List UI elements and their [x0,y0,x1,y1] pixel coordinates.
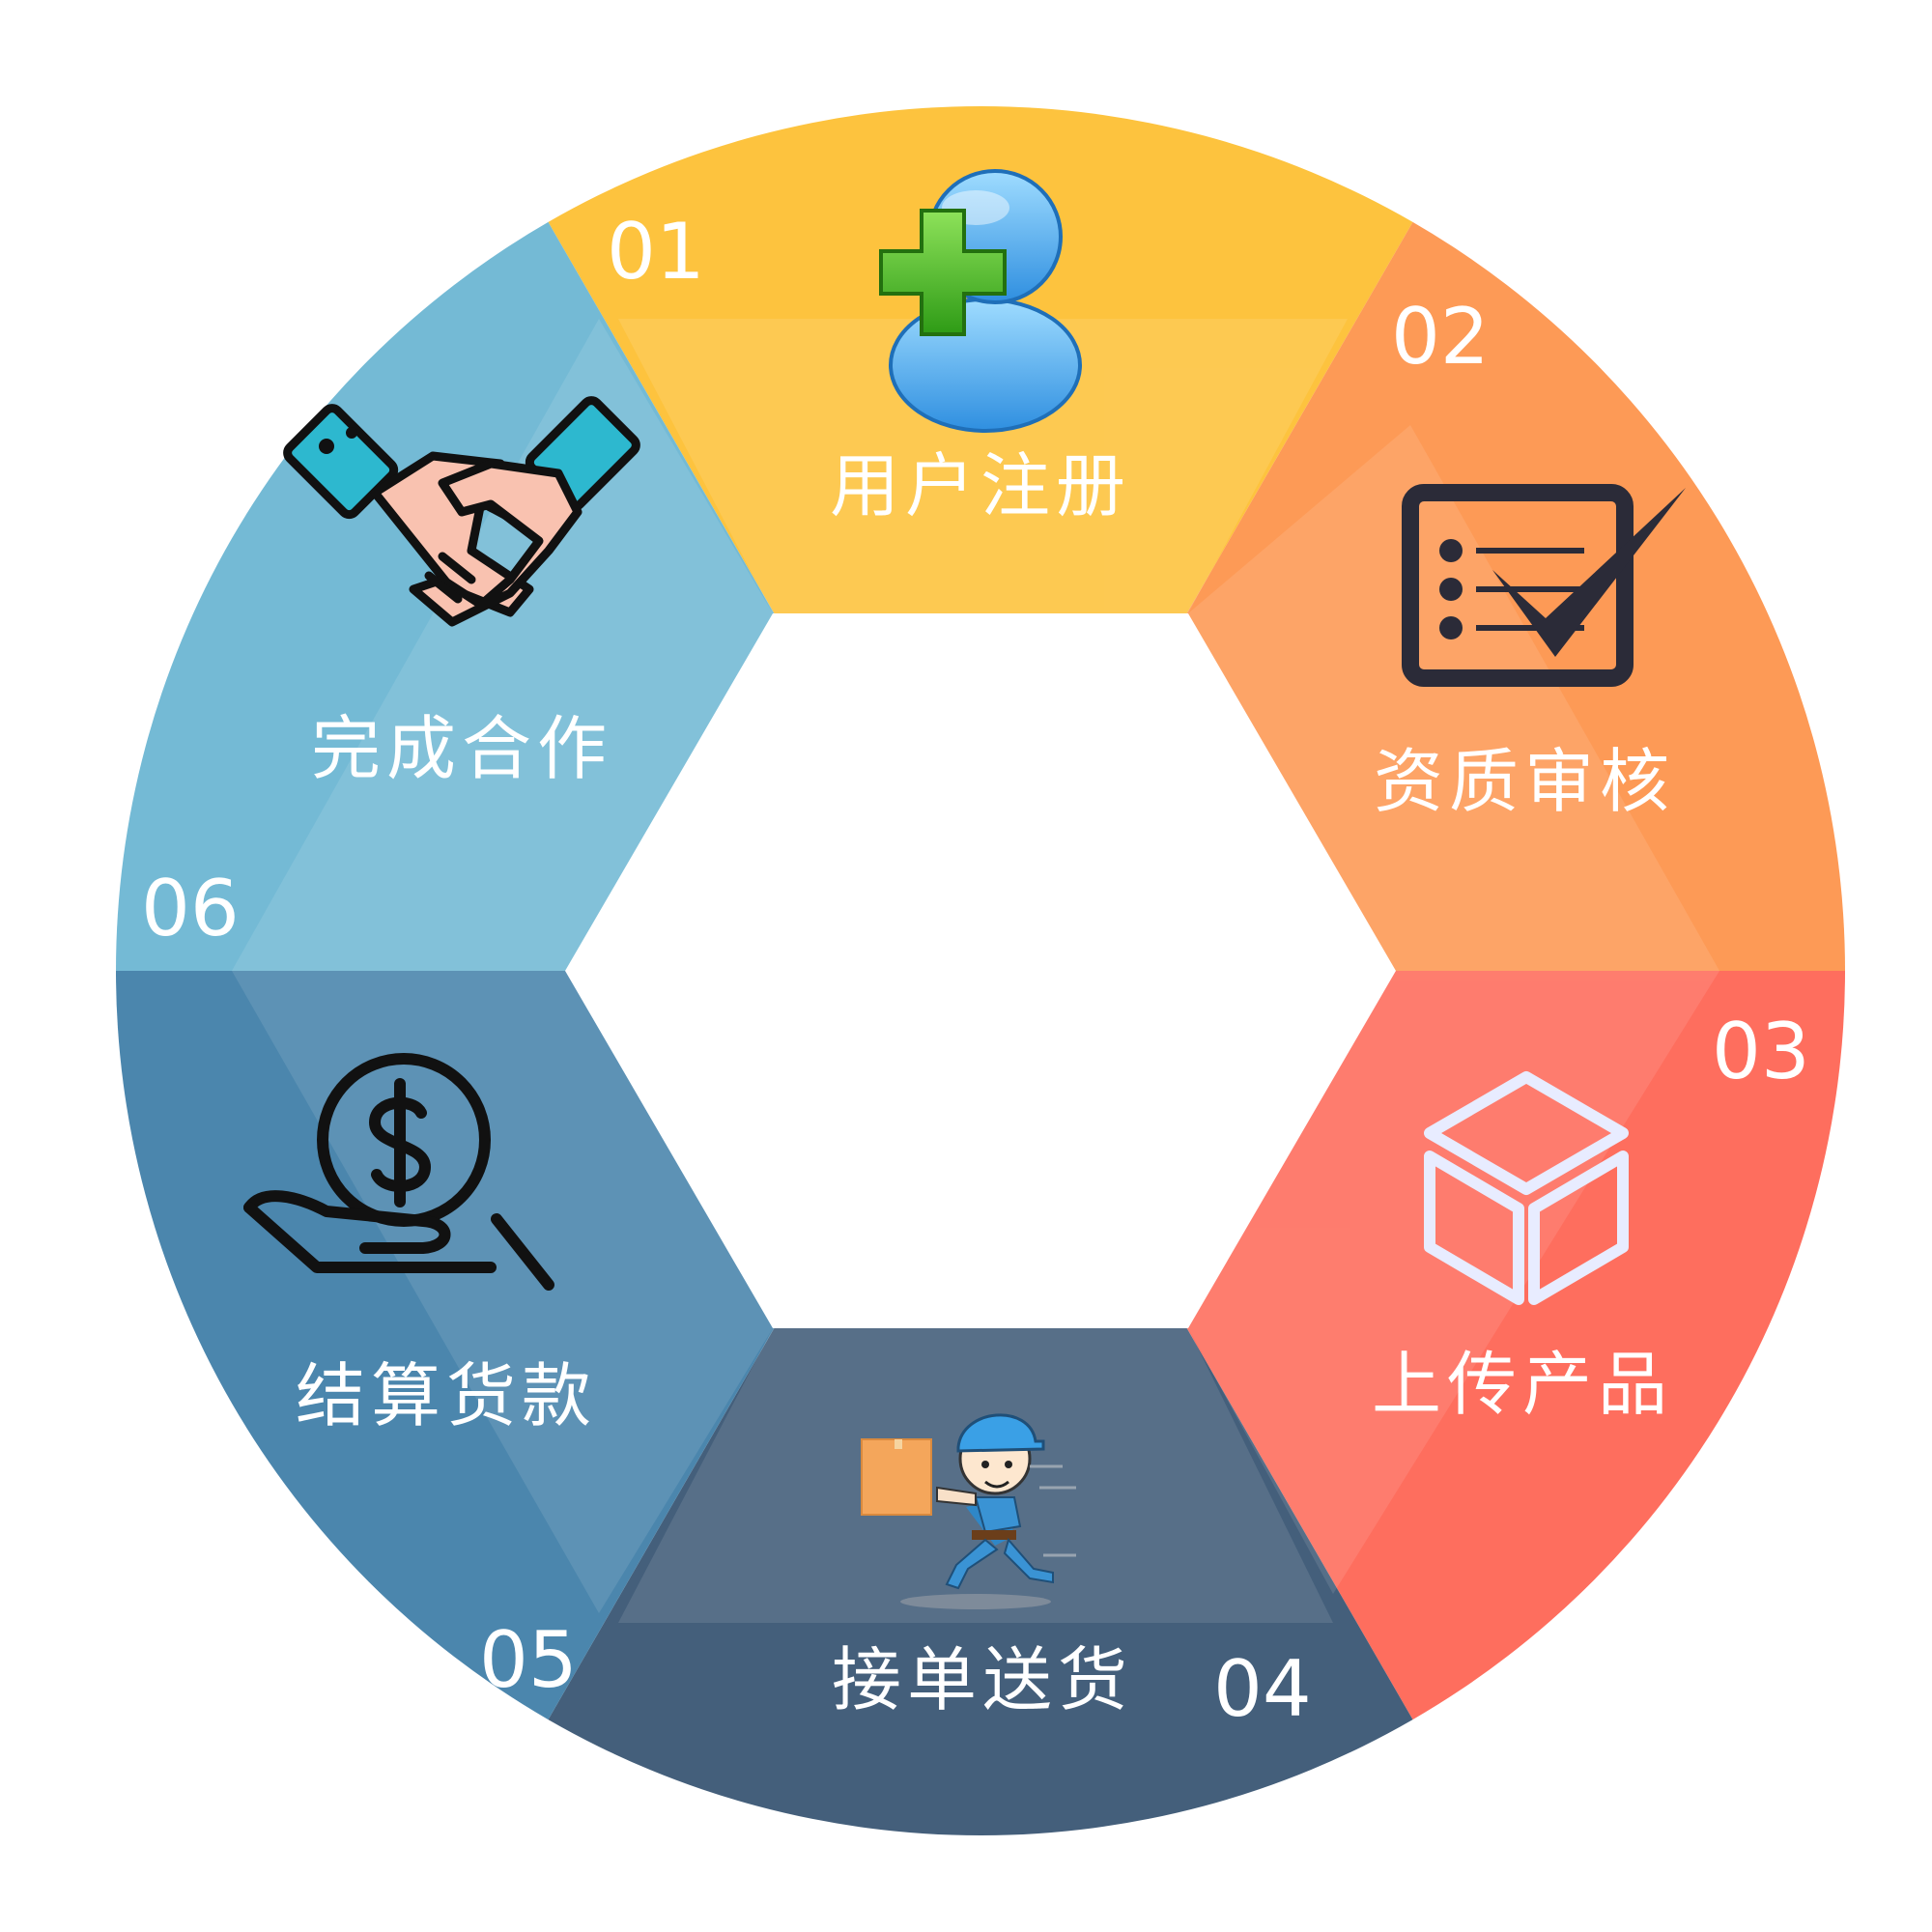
step-number-02: 02 [1391,292,1490,382]
step-number-06: 06 [141,864,240,953]
sector-01 [548,105,1413,971]
handshake-icon [283,396,640,627]
step-number-05: 05 [479,1615,578,1705]
step-label-03: 上传产品 [1372,1344,1673,1425]
step-label-06: 完成合作 [311,708,612,789]
add-user-icon [879,169,1082,433]
step-label-05: 结算货款 [296,1355,597,1436]
money-hand-icon [243,1053,554,1291]
step-label-04: 接单送货 [832,1639,1133,1720]
step-number-04: 04 [1213,1644,1312,1734]
center-hexagon [565,613,1396,1328]
light-facets [232,319,1719,1623]
sector-04 [548,971,1413,1836]
box-icon [1424,1071,1629,1305]
step-label-02: 资质审核 [1374,741,1675,822]
delivery-man-icon [861,1413,1076,1609]
step-number-03: 03 [1712,1007,1810,1096]
step-number-01: 01 [607,207,705,297]
checklist-icon [1402,484,1686,687]
step-label-01: 用户注册 [830,445,1131,526]
